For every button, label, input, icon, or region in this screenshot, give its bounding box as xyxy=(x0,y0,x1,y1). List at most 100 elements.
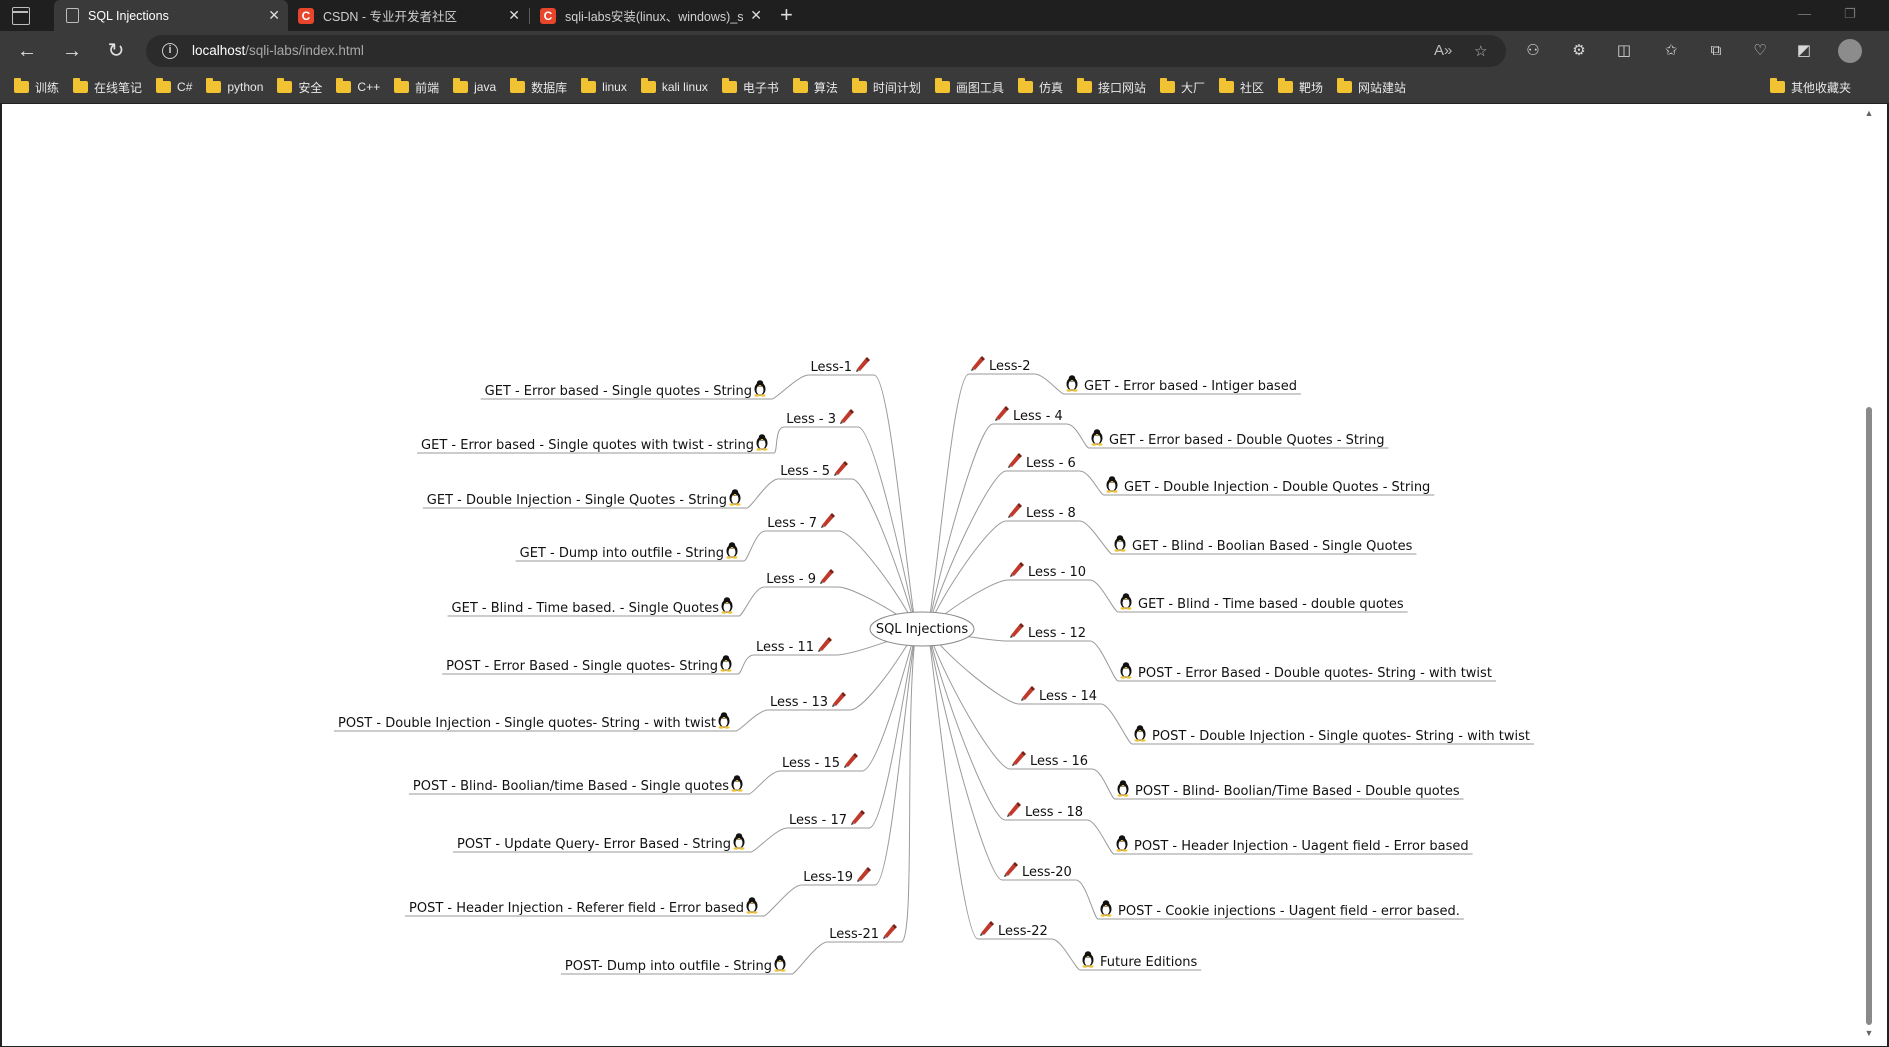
info-icon[interactable]: i xyxy=(162,43,178,59)
tab-actions-icon[interactable] xyxy=(12,7,30,25)
bookmark-folder[interactable]: 大厂 xyxy=(1159,78,1205,96)
scroll-down-icon[interactable]: ▼ xyxy=(1864,1028,1874,1038)
tab-sqli-labs-install[interactable]: C sqli-labs安装(linux、windows)_sql ✕ xyxy=(530,0,770,31)
new-tab-icon[interactable]: + xyxy=(780,2,793,27)
lesson-label[interactable]: Less - 18 xyxy=(1025,805,1083,820)
close-tab-icon[interactable]: ✕ xyxy=(268,7,280,23)
lesson-description[interactable]: POST - Double Injection - Single quotes-… xyxy=(338,716,716,731)
browser-essentials-icon[interactable]: ♡ xyxy=(1753,42,1767,59)
mindmap-branch-right[interactable]: Less - 8 GET - Blind - Boolian Based - Si… xyxy=(1008,503,1413,554)
lesson-description[interactable]: POST - Double Injection - Single quotes-… xyxy=(1152,729,1530,744)
lesson-description[interactable]: GET - Blind - Time based - double quotes xyxy=(1138,597,1404,612)
bookmark-folder[interactable]: java xyxy=(453,78,496,94)
lesson-description[interactable]: POST - Cookie injections - Uagent field … xyxy=(1118,904,1460,919)
close-tab-icon[interactable]: ✕ xyxy=(750,7,762,23)
lesson-description[interactable]: GET - Blind - Boolian Based - Single Quo… xyxy=(1132,539,1413,554)
lesson-label[interactable]: Less-1 xyxy=(810,360,852,375)
lesson-label[interactable]: Less - 14 xyxy=(1039,689,1097,704)
lesson-label[interactable]: Less-22 xyxy=(998,924,1048,939)
favorites-icon[interactable]: ✩ xyxy=(1664,42,1678,59)
lesson-label[interactable]: Less - 5 xyxy=(780,464,830,479)
bookmark-folder[interactable]: 接口网站 xyxy=(1076,78,1146,96)
lesson-label[interactable]: Less - 8 xyxy=(1026,506,1076,521)
lesson-label[interactable]: Less - 10 xyxy=(1028,565,1086,580)
bookmark-folder[interactable]: 安全 xyxy=(277,78,322,96)
lesson-label[interactable]: Less - 4 xyxy=(1013,409,1063,424)
lesson-label[interactable]: Less-21 xyxy=(829,927,879,942)
lesson-label[interactable]: Less - 13 xyxy=(770,695,828,710)
lesson-label[interactable]: Less - 16 xyxy=(1030,754,1088,769)
bookmark-folder[interactable]: python xyxy=(206,78,263,94)
tab-sql-injections[interactable]: SQL Injections ✕ xyxy=(54,0,288,31)
lesson-description[interactable]: POST - Blind- Boolian/Time Based - Doubl… xyxy=(1135,784,1460,799)
lesson-description[interactable]: GET - Dump into outfile - String xyxy=(520,546,724,561)
lesson-description[interactable]: POST - Header Injection - Uagent field -… xyxy=(1134,839,1469,854)
address-bar[interactable]: i localhost/sqli-labs/index.html A» ☆ xyxy=(146,35,1506,67)
mindmap-branch-right[interactable]: Less - 6 GET - Double Injection - Double … xyxy=(1008,453,1430,495)
bookmark-folder[interactable]: C++ xyxy=(336,78,380,94)
tab-csdn[interactable]: C CSDN - 专业开发者社区 ✕ xyxy=(288,0,528,31)
mindmap-branch-right[interactable]: Less - 16 POST - Blind- Boolian/Time Base… xyxy=(1012,751,1460,799)
lesson-description[interactable]: GET - Double Injection - Single Quotes -… xyxy=(427,493,727,508)
bookmark-folder[interactable]: 画图工具 xyxy=(934,78,1004,96)
lesson-description[interactable]: POST - Error Based - Single quotes- Stri… xyxy=(446,659,718,674)
lesson-description[interactable]: GET - Error based - Double Quotes - Stri… xyxy=(1109,433,1384,448)
extensions-puzzle-icon[interactable]: ⚙ xyxy=(1572,42,1586,59)
lesson-description[interactable]: GET - Blind - Time based. - Single Quote… xyxy=(452,601,720,616)
lesson-label[interactable]: Less - 9 xyxy=(766,572,816,587)
copilot-icon[interactable]: ◩ xyxy=(1796,42,1812,59)
bookmark-folder[interactable]: 前端 xyxy=(394,78,439,96)
lesson-description[interactable]: POST - Update Query- Error Based - Strin… xyxy=(457,837,731,852)
bookmark-folder[interactable]: 仿真 xyxy=(1017,78,1063,96)
lesson-description[interactable]: GET - Error based - Intiger based xyxy=(1084,379,1297,394)
lesson-label[interactable]: Less - 11 xyxy=(756,640,814,655)
other-favorites-folder[interactable]: 其他收藏夹 xyxy=(1769,78,1851,96)
profile-avatar[interactable] xyxy=(1838,39,1862,63)
lesson-label[interactable]: Less - 7 xyxy=(767,516,817,531)
collections-icon[interactable]: ⧉ xyxy=(1710,42,1722,59)
bookmark-folder[interactable]: C# xyxy=(156,78,192,94)
mindmap-branch-left[interactable]: Less - 9 GET - Blind - Time based. - Sing… xyxy=(452,569,834,616)
lesson-label[interactable]: Less - 15 xyxy=(782,756,840,771)
lesson-label[interactable]: Less - 3 xyxy=(786,412,836,427)
lesson-label[interactable]: Less - 12 xyxy=(1028,626,1086,641)
scroll-up-icon[interactable]: ▲ xyxy=(1864,108,1874,118)
favorite-star-icon[interactable]: ☆ xyxy=(1474,43,1488,60)
mindmap-branch-left[interactable]: Less - 5 GET - Double Injection - Single … xyxy=(427,461,848,508)
lesson-label[interactable]: Less-19 xyxy=(803,870,853,885)
bookmark-folder[interactable]: 社区 xyxy=(1218,78,1264,96)
lesson-description[interactable]: POST - Header Injection - Referer field … xyxy=(409,901,744,916)
scrollbar-thumb[interactable] xyxy=(1866,407,1872,1025)
lesson-description[interactable]: POST - Error Based - Double quotes- Stri… xyxy=(1138,666,1492,681)
refresh-icon[interactable]: ↻ xyxy=(107,40,125,62)
mindmap-branch-left[interactable]: Less - 15 POST - Blind- Boolian/time Base… xyxy=(413,753,858,794)
lesson-description[interactable]: GET - Error based - Single quotes with t… xyxy=(421,438,754,453)
bookmark-folder[interactable]: kali linux xyxy=(640,78,708,94)
lesson-description[interactable]: POST- Dump into outfile - String xyxy=(565,959,772,974)
read-aloud-icon[interactable]: A» xyxy=(1434,42,1453,59)
bookmark-folder[interactable]: 数据库 xyxy=(510,78,567,96)
bookmark-folder[interactable]: 时间计划 xyxy=(851,78,921,96)
bookmark-folder[interactable]: 网站建站 xyxy=(1337,78,1406,96)
lesson-description[interactable]: POST - Blind- Boolian/time Based - Singl… xyxy=(413,779,729,794)
split-screen-icon[interactable]: ◫ xyxy=(1616,42,1632,59)
lesson-label[interactable]: Less - 6 xyxy=(1026,456,1076,471)
mindmap-branch-left[interactable]: Less - 13 POST - Double Injection - Singl… xyxy=(338,692,846,731)
url-text[interactable]: localhost/sqli-labs/index.html xyxy=(192,43,364,58)
lesson-label[interactable]: Less-2 xyxy=(989,359,1031,374)
lesson-description[interactable]: GET - Double Injection - Double Quotes -… xyxy=(1124,480,1430,495)
bookmark-folder[interactable]: 在线笔记 xyxy=(73,78,142,96)
lesson-label[interactable]: Less - 17 xyxy=(789,813,847,828)
mindmap-branch-left[interactable]: Less - 7 GET - Dump into outfile - String xyxy=(520,513,835,561)
back-icon[interactable]: ← xyxy=(17,40,37,62)
minimize-icon[interactable]: — xyxy=(1798,6,1811,21)
lesson-description[interactable]: GET - Error based - Single quotes - Stri… xyxy=(485,384,752,399)
close-tab-icon[interactable]: ✕ xyxy=(508,7,520,23)
mindmap-branch-right[interactable]: Less - 18 POST - Header Injection - Uagen… xyxy=(1007,802,1469,854)
extension-icon[interactable]: ⚇ xyxy=(1526,42,1540,59)
forward-icon[interactable]: → xyxy=(62,40,82,62)
